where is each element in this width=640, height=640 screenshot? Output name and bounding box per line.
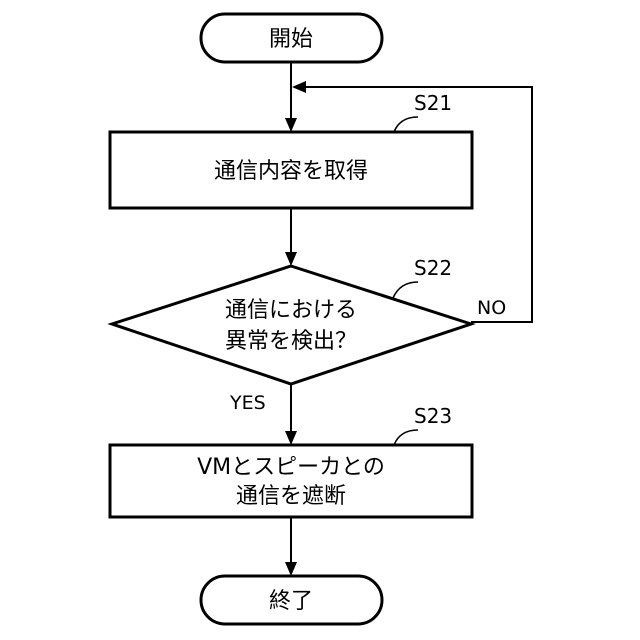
arrowhead-to-s23: [285, 431, 297, 445]
step-label-s21: S21: [414, 91, 452, 115]
process-s21-text: 通信内容を取得: [214, 159, 368, 184]
process-s23-line1: VMとスピーカとの: [197, 455, 385, 480]
start-label: 開始: [269, 27, 313, 52]
branch-yes-label: YES: [229, 392, 266, 414]
step-label-leader-s21: [394, 117, 418, 132]
arrowhead-to-end: [285, 562, 297, 576]
arrowhead-to-s21: [285, 118, 297, 132]
branch-no-label: NO: [477, 297, 506, 319]
decision-s22-line1: 通信における: [225, 298, 357, 323]
process-s23-line2: 通信を遮断: [236, 484, 346, 509]
step-label-leader-s22: [393, 282, 418, 298]
arrowhead-to-s22: [285, 252, 297, 266]
decision-s22-line2: 異常を検出？: [225, 329, 357, 354]
decision-s22: [112, 266, 471, 384]
step-label-s23: S23: [414, 404, 452, 428]
step-label-s22: S22: [414, 256, 452, 280]
step-label-leader-s23: [394, 430, 418, 445]
end-label: 終了: [269, 589, 313, 614]
arrowhead-no-loop: [292, 81, 306, 93]
